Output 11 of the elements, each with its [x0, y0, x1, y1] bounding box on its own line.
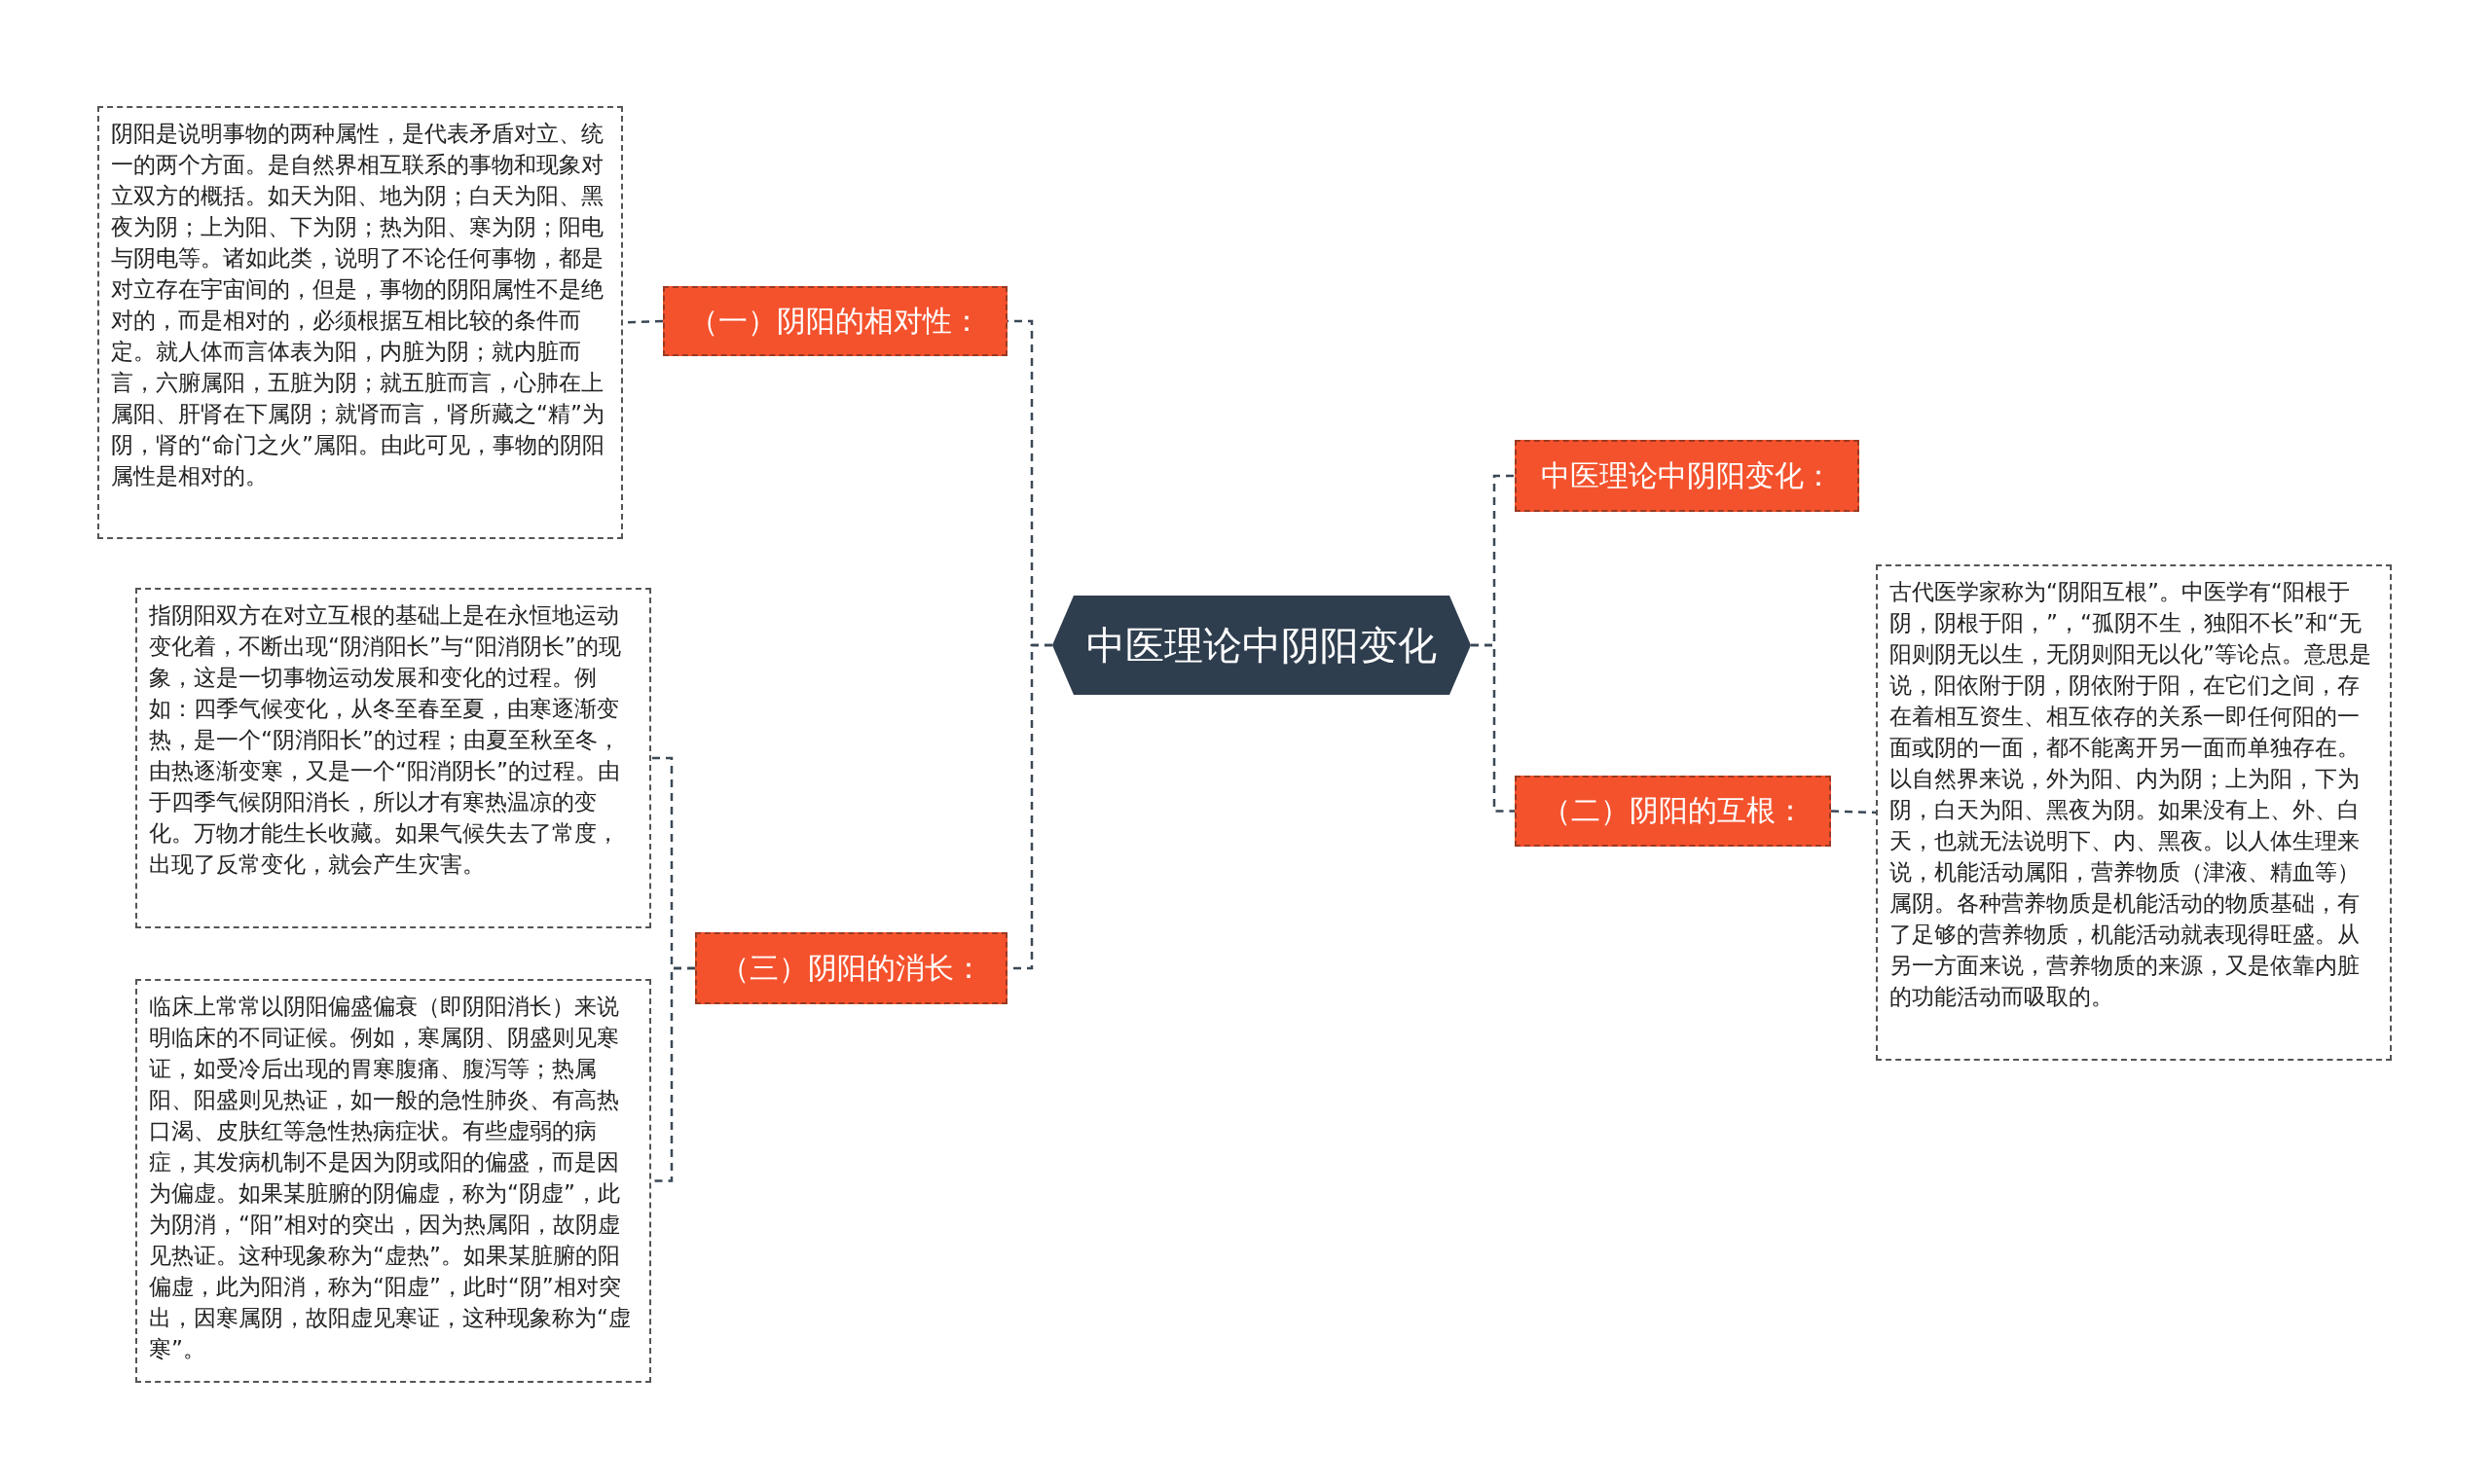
topic-box: 中医理论中阴阳变化： — [1515, 440, 1859, 512]
central-topic: 中医理论中阴阳变化 — [1086, 621, 1437, 670]
topic-box: （一）阴阳的相对性： — [663, 286, 1008, 356]
note-text-box: 古代医学家称为“阴阳互根”。中医学有“阳根于阴，阴根于阳，”，“孤阴不生，独阳不长”和“无阳则阴无以生，无阴则阳无以化”等论点。意思是说，阳依附于阴，阴依附于阳，在它们之间，存在着相互资生、相互依存的关系一即任何阳的一面或阴的一面，都不能离开另一面而单独存在。以自然界来说，外为阳、内为阴；上为阳，下为阴，白天为阳、黑夜为阴。如果没有上、外、白天，也就无法说明下、内、黑夜。以人体生理来说，机能活动属阳，营养物质（津液、精血等）属阴。各种营养物质是机能活动的物质基础，有了足够的营养物质，机能活动就表现得旺盛。从另一方面来说，营养物质的来源，又是依靠内脏的功能活动而吸取的。 — [1876, 564, 2392, 1061]
topic-box: （二）阴阳的互根： — [1515, 776, 1831, 847]
connector-line — [1830, 810, 1877, 814]
note-text-box: 阴阳是说明事物的两种属性，是代表矛盾对立、统一的两个方面。是自然界相互联系的事物和现象对立双方的概括。如天为阳、地为阴；白天为阳、黑夜为阴；上为阳、下为阴；热为阳、寒为阴；阳电与阴电等。诸如此类，说明了不论任何事物，都是对立存在宇宙间的，但是，事物的阴阳属性不是绝对的，而是相对的，必须根据互相比较的条件而定。就人体而言体表为阳，内脏为阴；就内脏而言，六腑属阳，五脏为阴；就五脏而言，心肺在上属阳、肝肾在下属阴；就肾而言，肾所藏之“精”为阴，肾的“命门之火”属阳。由此可见，事物的阴阳属性是相对的。 — [97, 106, 623, 539]
note-text-box: 临床上常常以阴阳偏盛偏衰（即阴阳消长）来说明临床的不同证候。例如，寒属阴、阴盛则见寒证，如受冷后出现的胃寒腹痛、腹泻等；热属阳、阳盛则见热证，如一般的急性肺炎、有高热口渴、皮肤红等急性热病症状。有些虚弱的病症，其发病机制不是因为阴或阳的偏盛，而是因为偏虚。如果某脏腑的阴偏虚，称为“阴虚”，此为阴消，“阳”相对的突出，因为热属阳，故阴虚见热证。这种现象称为“虚热”。如果某脏腑的阳偏虚，此为阳消，称为“阳虚”，此时“阴”相对突出，因寒属阴，故阳虚见寒证，这种现象称为“虚寒”。 — [135, 979, 651, 1383]
topic-box: （三）阴阳的消长： — [695, 932, 1008, 1004]
note-text-box: 指阴阳双方在对立互根的基础上是在永恒地运动变化着，不断出现“阴消阳长”与“阳消阴长”的现象，这是一切事物运动发展和变化的过程。例如：四季气候变化，从冬至春至夏，由寒逐渐变热，是一个“阴消阳长”的过程；由夏至秋至冬，由热逐渐变寒，又是一个“阳消阴长”的过程。由于四季气候阴阳消长，所以才有寒热温凉的变化。万物才能生长收藏。如果气候失去了常度，出现了反常变化，就会产生灾害。 — [135, 588, 651, 928]
connector-line — [1471, 643, 1515, 813]
